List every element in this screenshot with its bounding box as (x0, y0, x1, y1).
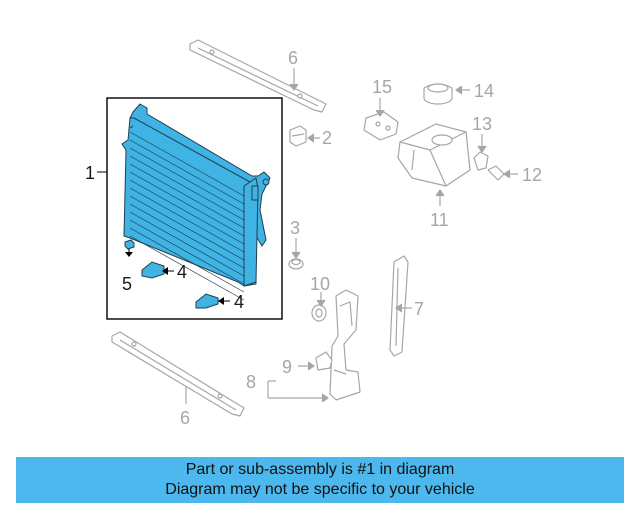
banner-line-2: Diagram may not be specific to your vehi… (165, 481, 475, 498)
grommet-part (288, 238, 304, 270)
expansion-reservoir-part (397, 123, 471, 206)
highlight-frame (106, 97, 283, 320)
callout-15: 15 (372, 77, 392, 97)
callout-1: 1 (85, 163, 95, 183)
bushing-part (311, 292, 327, 322)
upper-support-bar-part (189, 39, 327, 113)
air-deflector-part (267, 289, 361, 403)
side-seal-part (389, 255, 412, 357)
callout-4a: 4 (177, 262, 187, 282)
callout-10: 10 (310, 274, 330, 294)
callout-11: 11 (430, 210, 449, 230)
callout-3: 3 (290, 218, 300, 238)
callout-7: 7 (414, 299, 424, 319)
callout-13: 13 (472, 114, 492, 134)
hose-connector-part (487, 165, 518, 181)
info-banner: Part or sub-assembly is #1 in diagram Di… (16, 457, 624, 503)
callout-9: 9 (282, 357, 292, 377)
callout-5: 5 (122, 274, 132, 294)
mounting-bracket-part-b (195, 293, 230, 309)
bolt-part (124, 239, 135, 257)
lower-support-bar-part (111, 331, 245, 417)
condenser-part (121, 103, 271, 301)
callout-6-bottom: 6 (180, 408, 190, 428)
callout-6-top: 6 (288, 48, 298, 68)
reservoir-cap-part (423, 83, 470, 105)
reservoir-bracket-part (363, 98, 399, 141)
parts-diagram: 1 2 3 4 4 5 6 6 7 8 9 10 11 12 13 14 15 (85, 39, 542, 428)
banner-line-1: Part or sub-assembly is #1 in diagram (185, 461, 455, 478)
level-sensor-part (473, 134, 489, 171)
clip-part (289, 125, 320, 147)
callout-4b: 4 (234, 292, 244, 312)
callout-14: 14 (474, 81, 494, 101)
callout-8: 8 (246, 372, 256, 392)
callout-2: 2 (322, 128, 332, 148)
mounting-bracket-part-a (141, 261, 174, 279)
callout-12: 12 (522, 165, 542, 185)
